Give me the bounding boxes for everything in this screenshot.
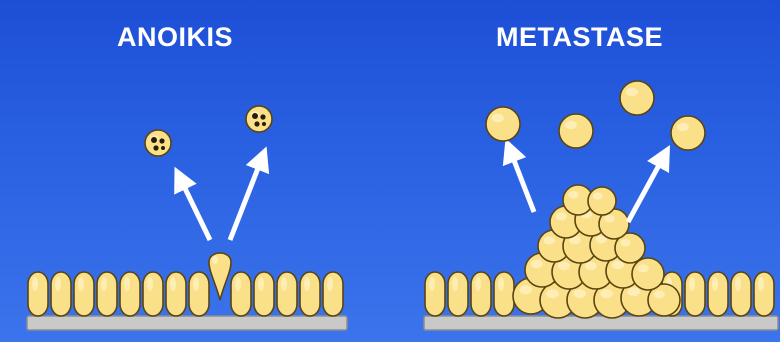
basement-membrane-icon	[424, 316, 778, 330]
tumor-cell-icon	[620, 81, 654, 115]
anoikis-panel	[27, 106, 347, 330]
tumor-cell-icon	[671, 116, 705, 150]
arrow-icon	[510, 150, 534, 212]
epithelial-cell-icon	[51, 272, 71, 316]
epithelial-cell-icon	[708, 272, 728, 316]
epithelial-cell-icon	[231, 272, 251, 316]
epithelial-cell-icon	[471, 272, 491, 316]
epithelial-cell-icon	[425, 272, 445, 316]
epithelial-cell-icon	[731, 272, 751, 316]
epithelial-cell-icon	[300, 272, 320, 316]
epithelial-cell-icon	[494, 272, 514, 316]
tumor-cell-icon	[559, 114, 593, 148]
arrow-icon	[230, 158, 262, 240]
epithelial-cell-icon	[323, 272, 343, 316]
epithelial-cell-icon	[277, 272, 297, 316]
tumor-cell-icon	[588, 187, 616, 215]
epithelial-cell-icon	[166, 272, 186, 316]
epithelial-cell-icon	[120, 272, 140, 316]
detached-cell-icon	[209, 253, 231, 300]
epithelial-cell-icon	[685, 272, 705, 316]
epithelial-cell-icon	[754, 272, 774, 316]
apoptotic-cell-icon	[145, 130, 171, 156]
arrow-icon	[628, 156, 664, 222]
epithelial-cell-icon	[448, 272, 468, 316]
epithelial-cell-icon	[189, 272, 209, 316]
metastase-panel	[424, 81, 778, 330]
epithelial-cell-icon	[97, 272, 117, 316]
apoptotic-cell-icon	[246, 106, 272, 132]
epithelial-cell-icon	[143, 272, 163, 316]
basement-membrane-icon	[27, 316, 347, 330]
tumor-cell-icon	[632, 258, 664, 290]
tumor-cell-icon	[486, 107, 520, 141]
epithelial-cell-icon	[28, 272, 48, 316]
arrow-icon	[180, 178, 210, 240]
epithelial-cell-icon	[254, 272, 274, 316]
epithelial-cell-icon	[74, 272, 94, 316]
